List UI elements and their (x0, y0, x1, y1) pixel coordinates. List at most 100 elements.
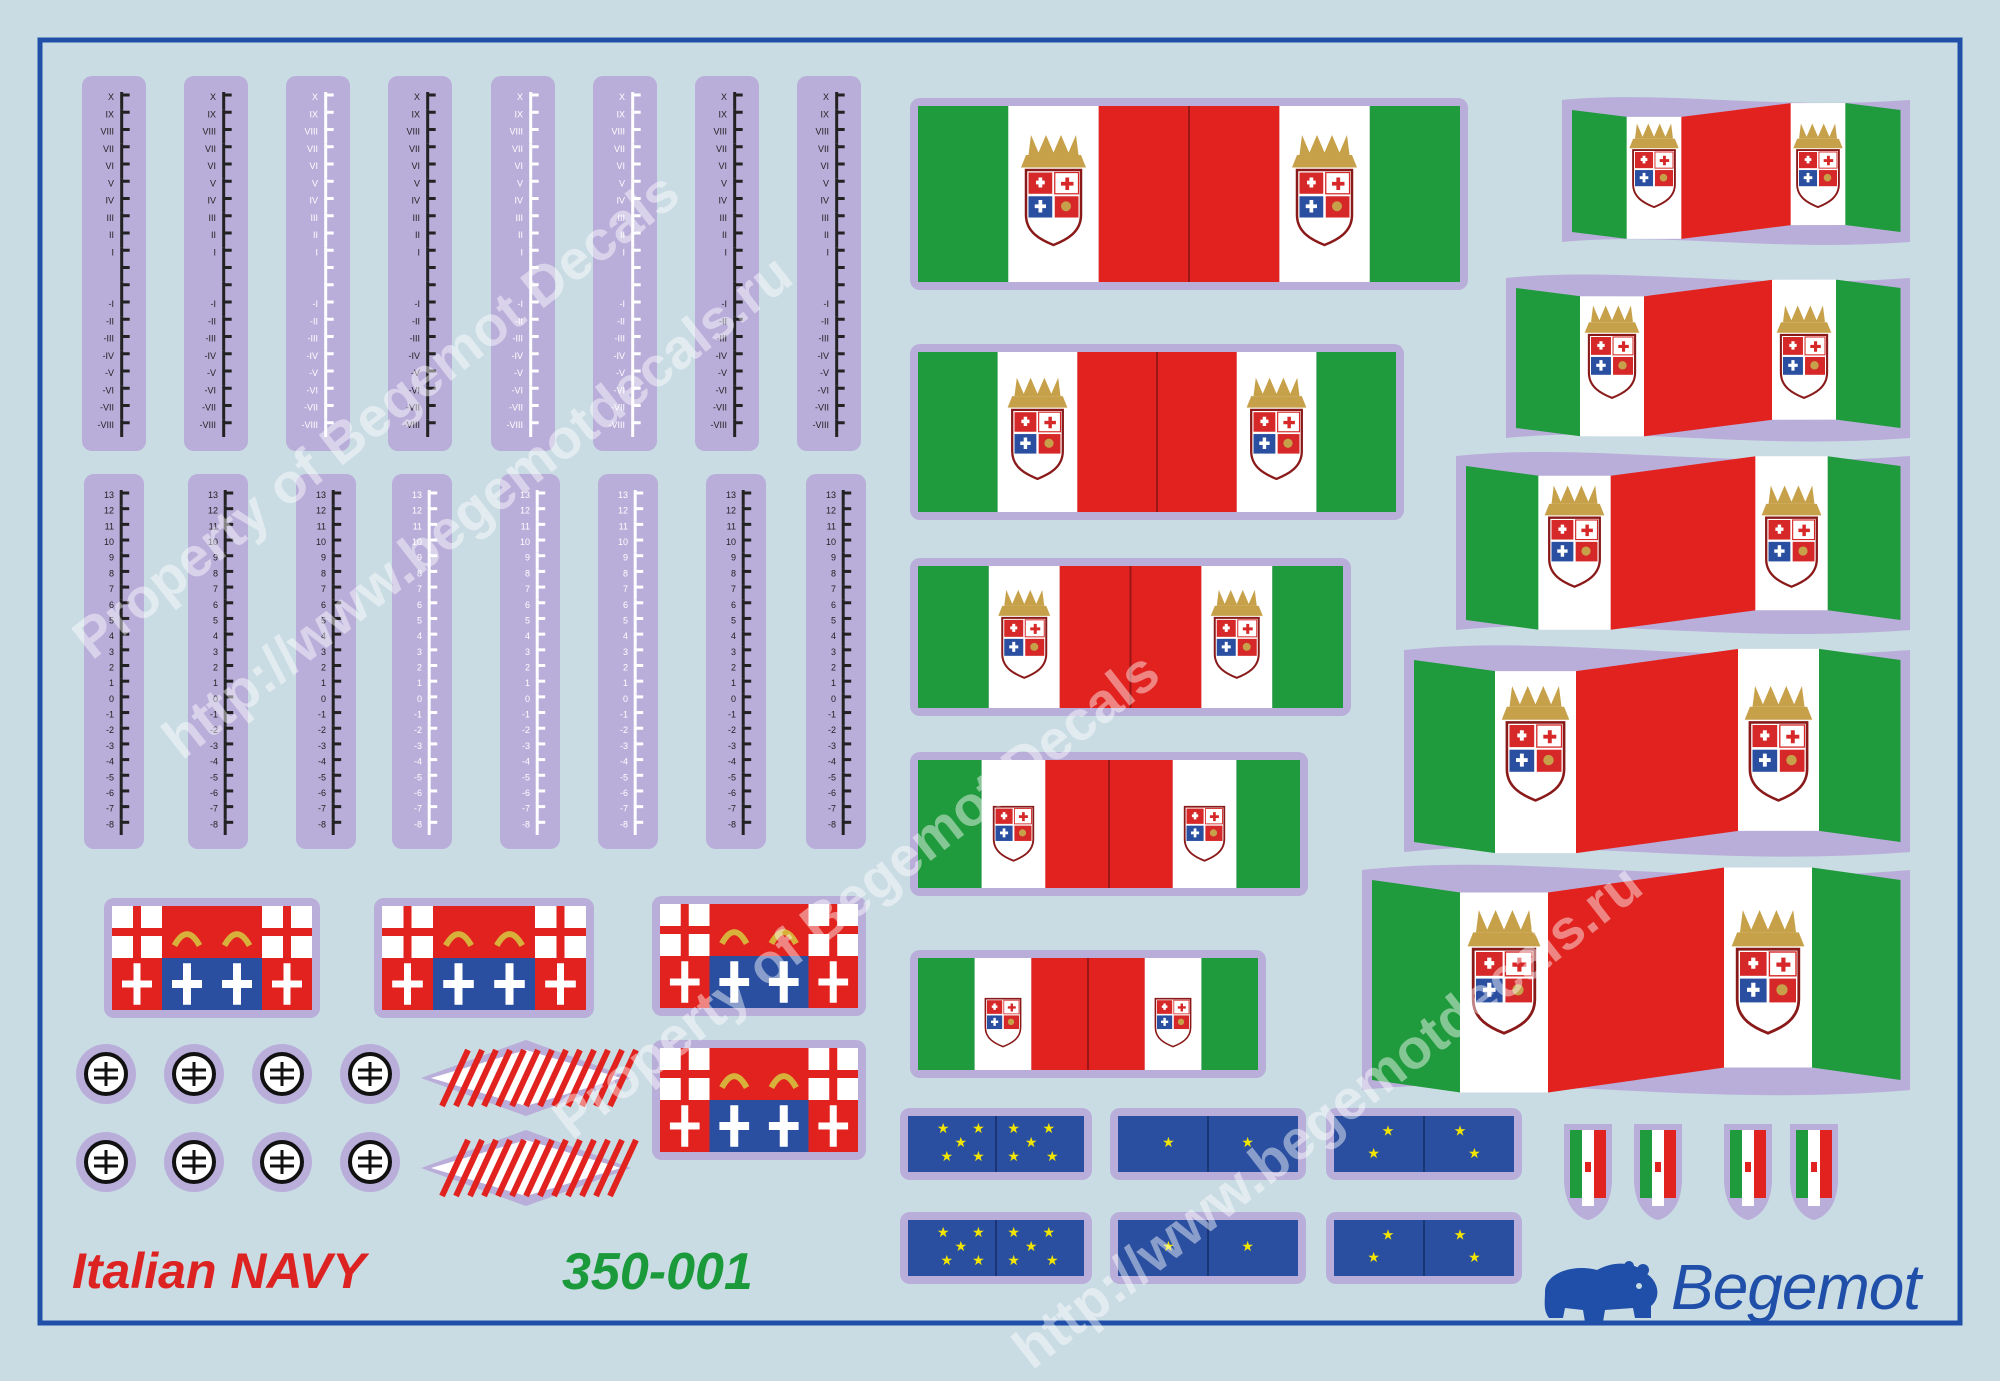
star-icon: ★ (1454, 1228, 1467, 1244)
decal-film (188, 474, 248, 849)
scale-mark-label: IX (411, 109, 420, 119)
roundel-decal (340, 1132, 400, 1192)
scale-mark-label: -V (514, 368, 523, 378)
green-band (1201, 958, 1258, 1070)
scale-mark-label: -III (819, 334, 830, 344)
star-icon: ★ (1007, 1149, 1020, 1165)
scale-mark-label: -2 (318, 725, 326, 735)
scale-mark-label: 2 (525, 663, 530, 673)
diagonal-stripe (579, 1048, 611, 1108)
scale-mark-label: -II (310, 316, 318, 326)
scale-mark-label: -7 (620, 804, 628, 814)
white-cross (122, 963, 152, 1005)
scale-mark-label: -VII (509, 403, 523, 413)
scale-mark-label: -5 (828, 772, 836, 782)
scale-mark-label: VII (409, 144, 420, 154)
scale-mark-label: X (312, 92, 318, 102)
green-band (918, 352, 998, 512)
scale-mark-label: 13 (316, 490, 326, 500)
flag-band (1657, 648, 1739, 843)
flag-band (1736, 103, 1792, 233)
roundel-mark (270, 1150, 294, 1174)
scale-mark-label: -2 (522, 725, 530, 735)
scale-mark-label: 0 (321, 694, 326, 704)
scale-mark-label: -V (820, 368, 829, 378)
scale-mark-label: 6 (213, 600, 218, 610)
scale-mark-label: 4 (321, 631, 326, 641)
flag-band (1683, 456, 1756, 621)
flag-band (1516, 288, 1581, 437)
sheet-title: Italian NAVY (72, 1243, 366, 1299)
naval-jack-decal (652, 896, 866, 1016)
naval-crest-icon (1761, 485, 1822, 588)
white-cross (392, 963, 423, 1005)
scale-mark-label: VI (718, 161, 727, 171)
flag-band (1576, 660, 1658, 854)
naval-crest-icon (1744, 686, 1813, 802)
scale-mark-label: 9 (321, 553, 326, 563)
star-icon: ★ (1162, 1239, 1175, 1255)
scale-mark-label: -VIII (710, 420, 727, 430)
scale-mark-label: 10 (726, 537, 736, 547)
tricolor-shield-decal (1724, 1124, 1772, 1220)
lion-icon (719, 929, 750, 946)
flag-band (1681, 110, 1737, 239)
amalfi-cross (494, 963, 525, 1005)
decal-film (598, 474, 658, 849)
waving-ensign-decal (1456, 451, 1910, 635)
flag-band (1372, 880, 1461, 1093)
diagonal-stripe (495, 1048, 527, 1108)
star-icon: ★ (1007, 1121, 1020, 1137)
scale-mark-label: 13 (618, 490, 628, 500)
scale-mark-label: IV (105, 196, 114, 206)
scale-mark-label: -VII (100, 403, 114, 413)
star-icon: ★ (972, 1225, 985, 1241)
scale-mark-label: -III (717, 334, 728, 344)
flag-band (1836, 279, 1901, 428)
scale-mark-label: -5 (106, 772, 114, 782)
roundel-mark (182, 1150, 206, 1174)
diagonal-stripe (537, 1048, 569, 1108)
naval-crest-icon (1776, 305, 1832, 400)
naval-crest-icon (1246, 377, 1307, 481)
naval-crest-icon (1629, 123, 1679, 209)
scale-mark-label: -VI (204, 385, 216, 395)
scale-mark-label: 7 (731, 584, 736, 594)
decal-film (388, 76, 452, 451)
red-band (1059, 566, 1131, 708)
scale-mark-label: 7 (525, 584, 530, 594)
scale-mark-label: -7 (522, 804, 530, 814)
diagonal-stripe (565, 1138, 597, 1198)
scale-mark-label: VIII (304, 127, 318, 137)
scale-mark-label: 13 (412, 490, 422, 500)
scale-mark-label: VIII (713, 127, 727, 137)
scale-mark-label: VIII (509, 127, 523, 137)
scale-mark-label: -5 (210, 772, 218, 782)
scale-mark-label: -1 (522, 710, 530, 720)
scale-mark-label: 1 (525, 678, 530, 688)
naval-crest-icon (1544, 485, 1605, 588)
diagonal-stripe (551, 1048, 583, 1108)
scale-mark-label: -III (104, 334, 115, 344)
diagonal-stripe (607, 1048, 639, 1108)
draft-scale-strip: XIXVIIIVIIVIVIVIIIIII-I-II-III-IV-V-VI-V… (184, 76, 248, 451)
scale-mark-label: II (211, 230, 216, 240)
amalfi-cross (768, 1105, 799, 1147)
scale-mark-label: -5 (414, 772, 422, 782)
scale-mark-label: -4 (522, 757, 530, 767)
scale-mark-label: -I (722, 299, 728, 309)
roundel-mark (94, 1062, 118, 1086)
red-band (1130, 566, 1202, 708)
scale-mark-label: -I (211, 299, 217, 309)
scale-mark-label: 4 (831, 631, 836, 641)
white-cross (669, 961, 700, 1003)
scale-mark-label: I (111, 247, 114, 257)
scale-mark-label: -1 (210, 710, 218, 720)
scale-mark-label: IV (309, 196, 318, 206)
scale-mark-label: -3 (620, 741, 628, 751)
scale-mark-label: 10 (208, 537, 218, 547)
crest-mark (1811, 1162, 1817, 1172)
scale-mark-label: 10 (316, 537, 326, 547)
